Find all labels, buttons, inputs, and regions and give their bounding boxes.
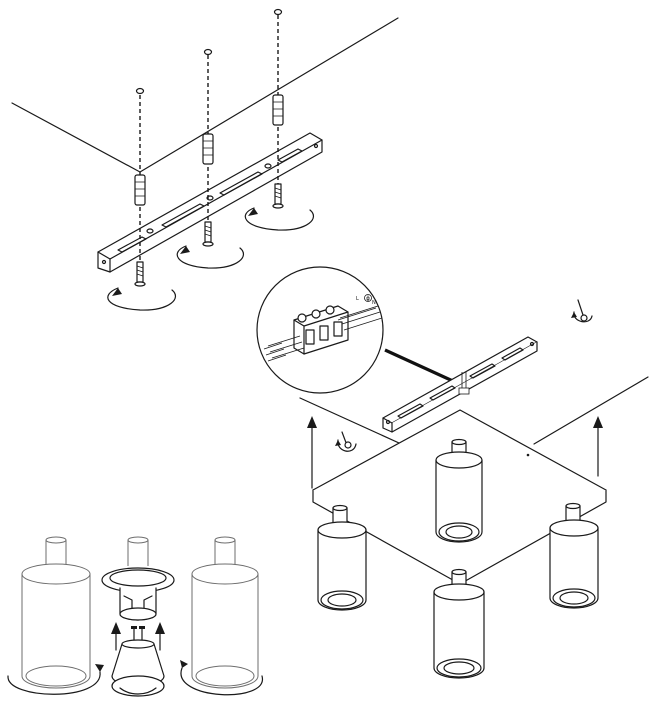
- screw-icon: [202, 221, 214, 247]
- gu10-bulb-icon: [111, 626, 165, 697]
- spotlight-head-left: [317, 504, 367, 611]
- mounting-bracket: [382, 336, 538, 433]
- lamp-socket: [101, 536, 175, 621]
- wiring-detail-callout: L N: [256, 266, 384, 394]
- washer-icon: [135, 87, 145, 95]
- screw-icon: [134, 261, 146, 287]
- ceiling-line: [11, 102, 141, 173]
- up-arrow-icon: [307, 416, 317, 489]
- ceiling-line: [299, 397, 411, 449]
- screw-icon: [272, 183, 284, 209]
- callout-leader: [384, 348, 456, 384]
- rotate-arrow-icon: [176, 245, 245, 269]
- earth-icon: [364, 294, 372, 302]
- terminal-block-icon: [293, 305, 349, 355]
- label-neutral: N: [372, 300, 376, 306]
- wall-plug-icon: [202, 133, 214, 165]
- screw-rotate-icon: [335, 431, 357, 452]
- step-1-bracket-mounting: [11, 8, 399, 311]
- ceiling-line: [139, 17, 399, 173]
- label-live: L: [356, 296, 359, 302]
- rotate-arrow-icon: [107, 287, 177, 311]
- spotlight-head-right: [549, 502, 599, 609]
- up-arrow-icon: [155, 622, 165, 651]
- lamp-shade-right: [180, 536, 263, 696]
- screw-rotate-icon: [571, 299, 593, 323]
- wall-plug-icon: [272, 94, 284, 126]
- spotlight-head-back: [435, 438, 483, 543]
- washer-icon: [203, 48, 213, 56]
- lamp-shade-left: [7, 536, 104, 695]
- wall-plug-icon: [134, 174, 146, 206]
- spotlight-head-front: [433, 568, 485, 679]
- up-arrow-icon: [111, 622, 121, 651]
- up-arrow-icon: [593, 416, 603, 477]
- step-2-wiring-and-fixture: L N: [256, 266, 649, 679]
- ceiling-line: [533, 376, 649, 445]
- step-3-bulb-replacement: [7, 536, 263, 697]
- washer-icon: [273, 8, 283, 16]
- mounting-bracket: [97, 132, 323, 273]
- rotate-arrow-icon: [244, 207, 315, 231]
